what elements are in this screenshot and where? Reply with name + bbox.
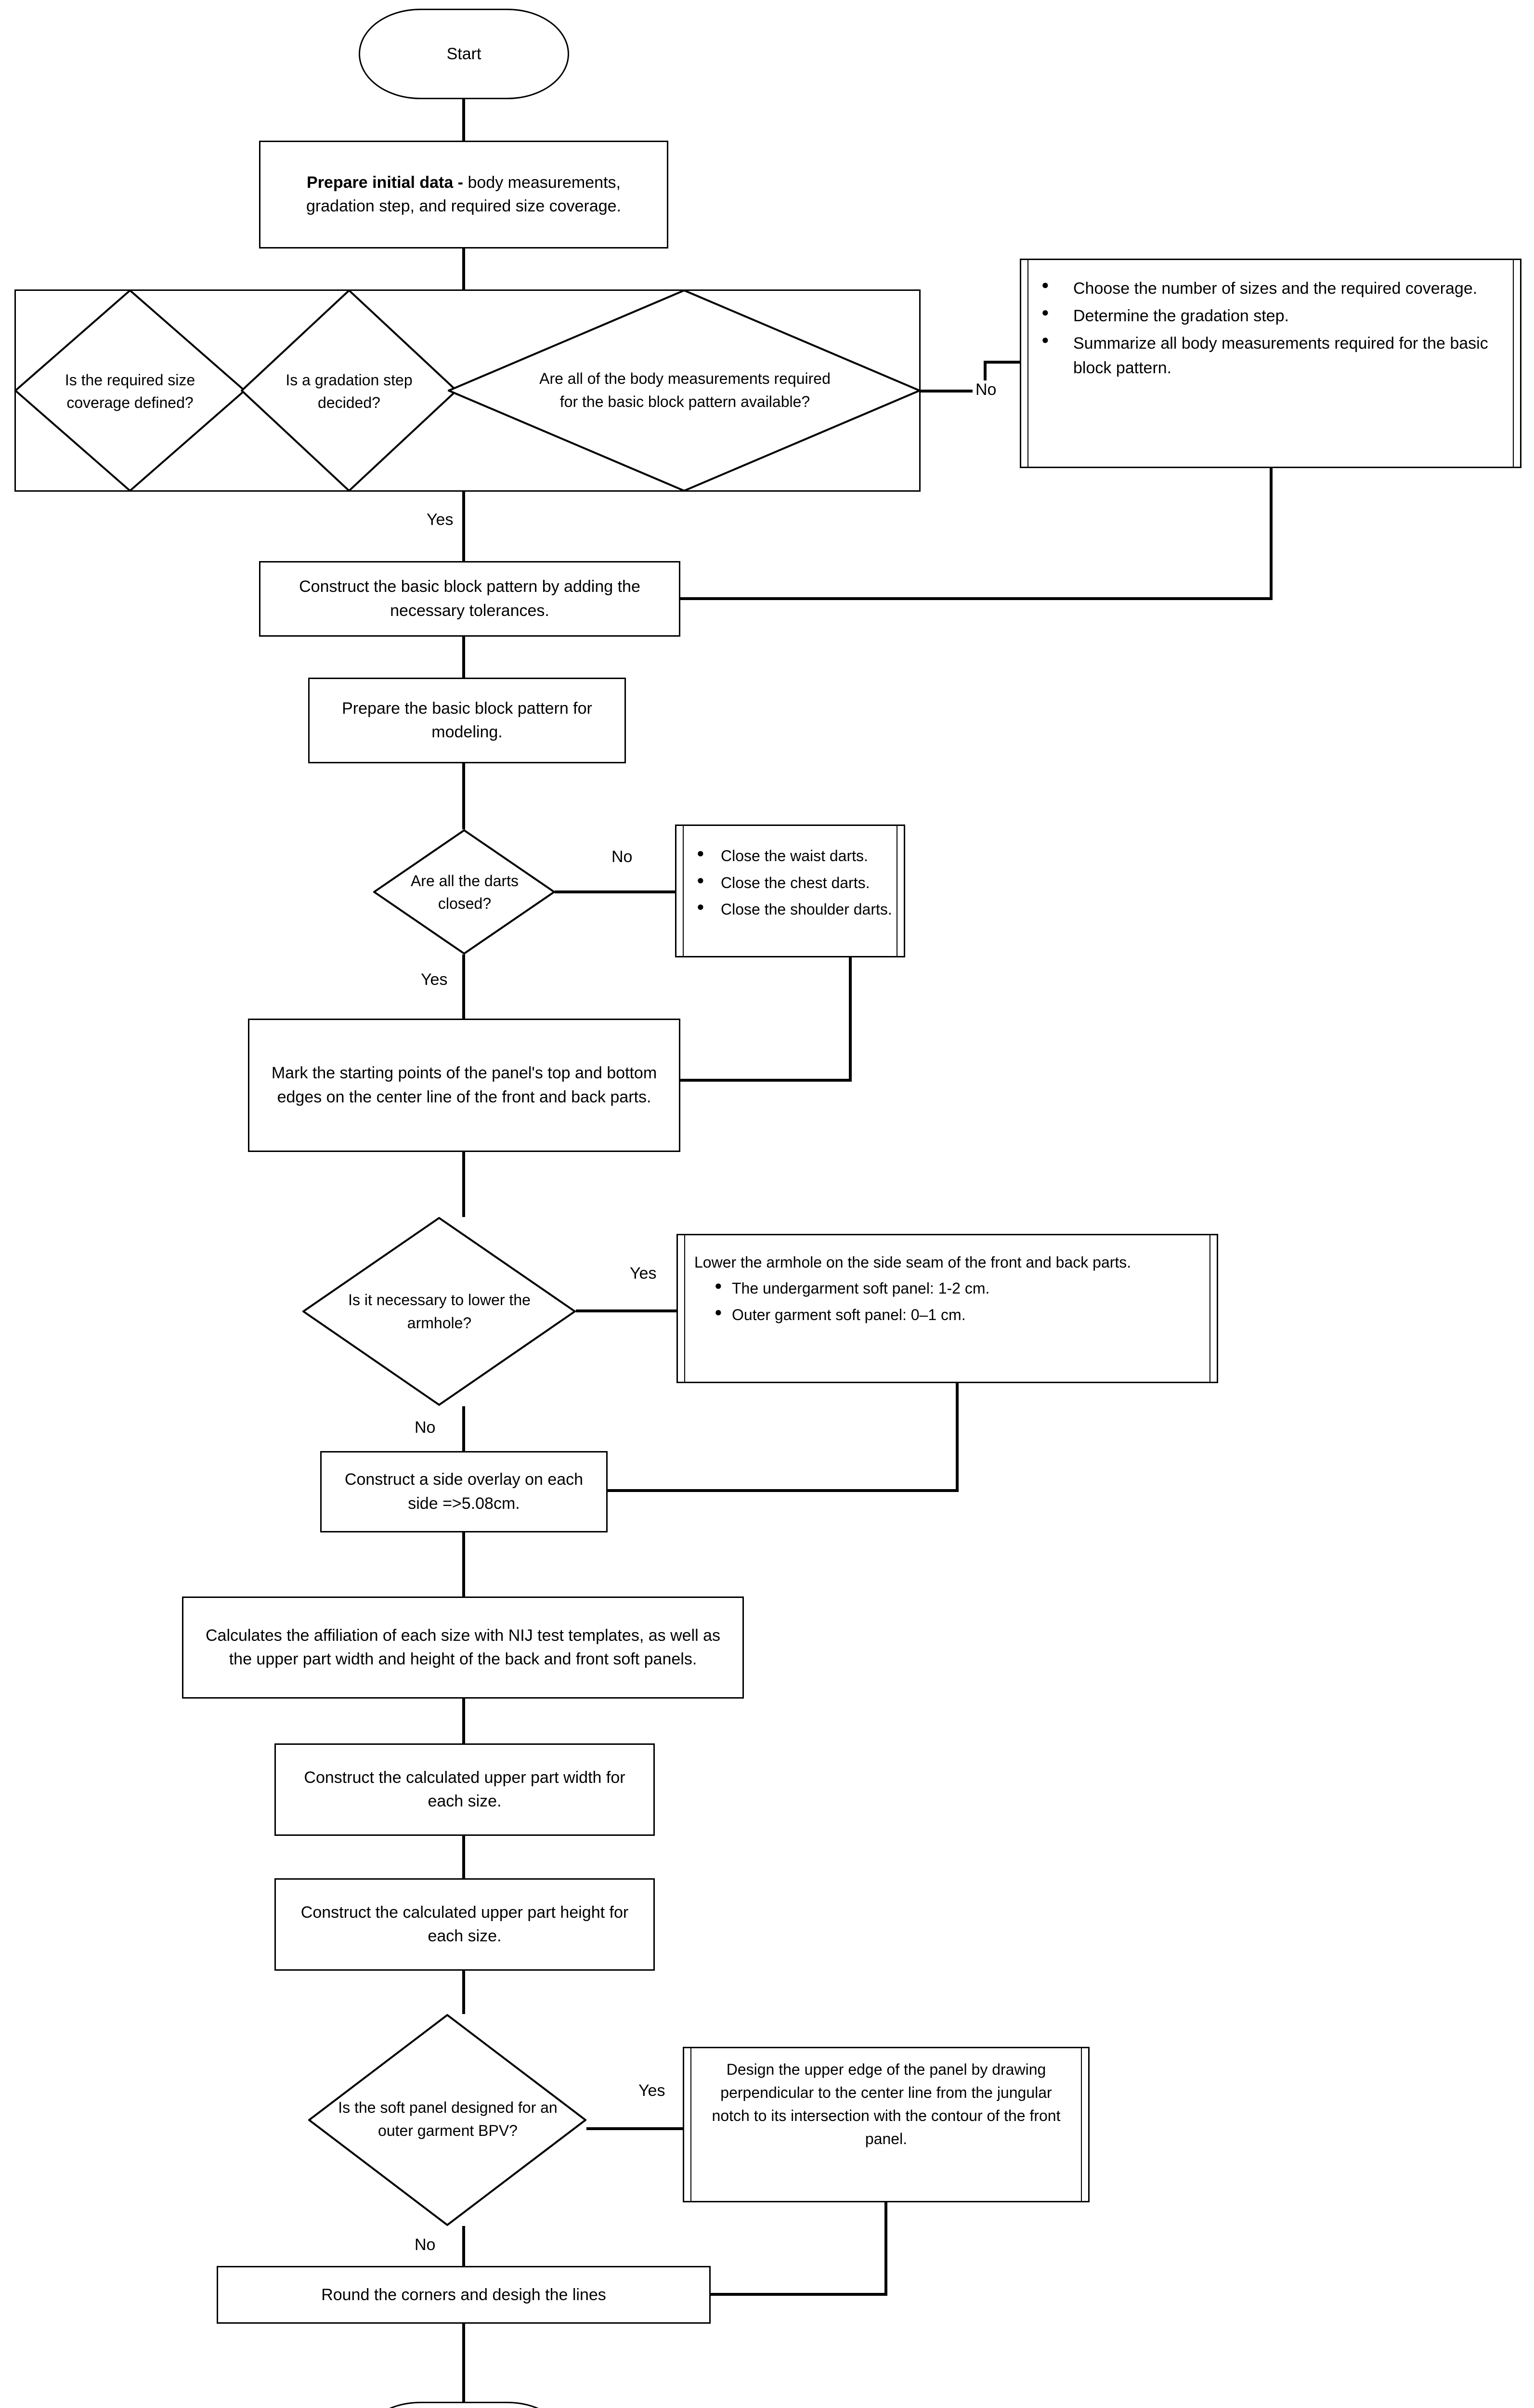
node-construct-basic-block[interactable]: Construct the basic block pattern by add… [259,561,680,637]
doc-left-rule [684,1235,685,1382]
doc-initial-actions-list: Choose the number of sizes and the requi… [1021,275,1520,383]
construct-upper-width-label: Construct the calculated upper part widt… [304,1768,625,1810]
doc-armhole-list: The undergarment soft panel: 1-2 cm. Out… [694,1276,1196,1327]
edge-label-no-bpv: No [412,2236,439,2254]
construct-upper-height-label: Construct the calculated upper part heig… [300,1903,629,1945]
decision-darts-label: Are all the darts closed? [410,872,519,912]
list-item: Close the shoulder darts. [676,897,892,922]
list-item: Close the chest darts. [676,870,892,895]
node-decision-size-coverage[interactable]: Is the required size coverage defined? [34,354,226,429]
mark-starting-points-label: Mark the starting points of the panel's … [271,1064,657,1106]
calculates-affiliation-label: Calculates the affiliation of each size … [206,1626,720,1668]
list-item: Determine the gradation step. [1021,303,1491,328]
node-start[interactable]: Start [359,9,569,99]
node-decision-body-measurements[interactable]: Are all of the body measurements require… [532,315,838,465]
doc-left-rule [690,2048,691,2201]
list-item: Choose the number of sizes and the requi… [1021,275,1491,301]
node-round-corners[interactable]: Round the corners and desigh the lines [217,2266,711,2324]
doc-right-rule [1209,1235,1210,1382]
node-prepare-basic-block[interactable]: Prepare the basic block pattern for mode… [308,678,626,763]
list-item: Summarize all body measurements required… [1021,330,1491,380]
edge-label-yes-armhole: Yes [627,1264,660,1283]
node-decision-bpv[interactable]: Is the soft panel designed for an outer … [332,2061,563,2177]
node-construct-upper-width[interactable]: Construct the calculated upper part widt… [274,1743,655,1836]
decision-bpv-label: Is the soft panel designed for an outer … [338,2099,558,2139]
edge-label-yes-bpv: Yes [636,2081,668,2100]
doc-armhole-paragraph: Lower the armhole on the side seam of th… [694,1254,1131,1271]
node-doc-initial-actions[interactable]: Choose the number of sizes and the requi… [1020,259,1521,468]
node-doc-darts[interactable]: Close the waist darts. Close the chest d… [675,824,905,957]
decision-armhole-label: Is it necessary to lower the armhole? [348,1291,531,1332]
node-decision-armhole-shape[interactable] [302,1217,576,1406]
list-item: Outer garment soft panel: 0–1 cm. [694,1302,1196,1327]
list-item: The undergarment soft panel: 1-2 cm. [694,1276,1196,1301]
doc-right-rule [1513,260,1514,467]
node-doc-armhole[interactable]: Lower the armhole on the side seam of th… [676,1234,1218,1383]
doc-right-rule [1081,2048,1082,2201]
node-construct-side-overlay[interactable]: Construct a side overlay on each side =>… [320,1451,608,1532]
node-decision-body-measurements-shape[interactable] [448,289,921,492]
doc-darts-list: Close the waist darts. Close the chest d… [676,843,904,925]
prepare-basic-block-label: Prepare the basic block pattern for mode… [342,699,592,741]
node-decision-size-coverage-shape[interactable] [14,289,246,492]
node-decision-bpv-shape[interactable] [308,2014,586,2226]
edge-label-yes-darts: Yes [418,970,451,989]
prepare-initial-data-lead: Prepare initial data - [307,173,468,192]
node-decision-darts-shape[interactable] [373,829,555,955]
node-decision-armhole[interactable]: Is it necessary to lower the armhole? [318,1275,561,1348]
node-decision-darts[interactable]: Are all the darts closed? [385,857,544,927]
prepare-initial-data-rest: body measurements, gradation step, and r… [306,173,621,215]
node-decision-gradation-step[interactable]: Is a gradation step decided? [262,354,436,429]
node-mark-starting-points[interactable]: Mark the starting points of the panel's … [248,1019,680,1152]
edge-label-no-armhole: No [412,1418,439,1437]
edge-label-no-measurements: No [973,380,1000,399]
node-construct-upper-height[interactable]: Construct the calculated upper part heig… [274,1878,655,1971]
decision-size-coverage-label: Is the required size coverage defined? [65,371,195,411]
node-start-label: Start [446,44,481,63]
decision-gradation-step-label: Is a gradation step decided? [286,371,413,411]
node-decision-gradation-step-shape[interactable] [241,289,457,492]
node-prepare-initial-data[interactable]: Prepare initial data - body measurements… [259,141,668,249]
construct-basic-block-label: Construct the basic block pattern by add… [299,577,640,620]
doc-design-upper-edge-paragraph: Design the upper edge of the panel by dr… [712,2061,1061,2147]
node-calculates-affiliation[interactable]: Calculates the affiliation of each size … [182,1597,744,1699]
node-doc-design-upper-edge[interactable]: Design the upper edge of the panel by dr… [683,2047,1090,2202]
list-item: Close the waist darts. [676,843,892,868]
edge-label-no-darts: No [609,848,636,866]
construct-side-overlay-label: Construct a side overlay on each side =>… [344,1470,584,1513]
round-corners-label: Round the corners and desigh the lines [321,2285,606,2304]
decision-body-measurements-label: Are all of the body measurements require… [539,370,831,410]
edge-label-yes-measurements: Yes [424,510,456,529]
